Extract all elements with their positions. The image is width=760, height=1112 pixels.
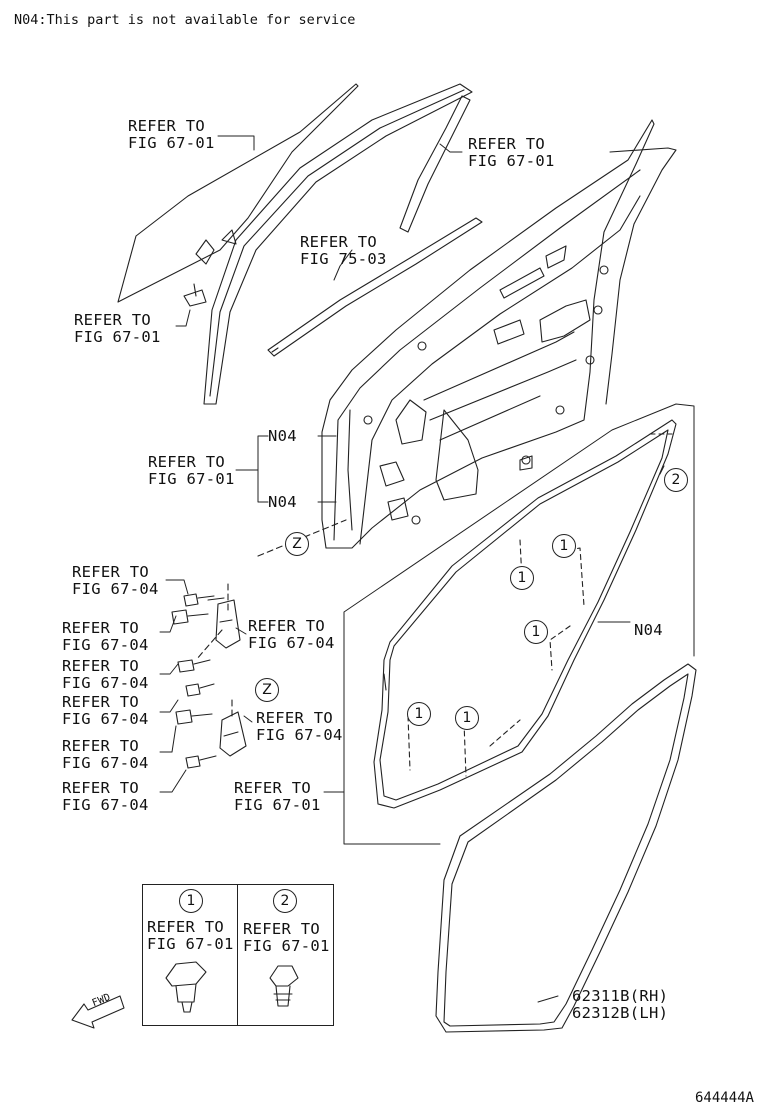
legend-callout-1: 1 bbox=[179, 889, 203, 913]
callout-1-d: 1 bbox=[407, 702, 431, 726]
legend-divider bbox=[237, 885, 238, 1025]
fwd-arrow-icon bbox=[71, 995, 125, 1029]
clip-locations bbox=[407, 433, 673, 777]
label-hinge-bolt-6: REFER TO FIG 67-04 bbox=[62, 779, 149, 814]
door-glass bbox=[117, 83, 359, 307]
label-glass: REFER TO FIG 67-01 bbox=[128, 117, 215, 152]
lower-hinge bbox=[219, 711, 247, 757]
label-part-numbers: 62311B(RH) 62312B(LH) bbox=[572, 987, 669, 1022]
bolts bbox=[171, 593, 217, 769]
legend-label-2: REFER TO FIG 67-01 bbox=[243, 920, 330, 955]
leader-lines bbox=[159, 135, 665, 1003]
label-door-panel: REFER TO FIG 67-01 bbox=[148, 453, 235, 488]
label-glass-run: REFER TO FIG 67-01 bbox=[468, 135, 555, 170]
figure-id: 644444A bbox=[694, 1090, 754, 1106]
clip-type-2-drawing bbox=[269, 965, 299, 1007]
glass-run-channel bbox=[203, 83, 473, 405]
label-hinge-bolt-2: REFER TO FIG 67-04 bbox=[62, 619, 149, 654]
legend-label-1: REFER TO FIG 67-01 bbox=[147, 918, 234, 953]
hinge-alignment-lines bbox=[195, 519, 347, 721]
label-glass-bolt: REFER TO FIG 67-01 bbox=[74, 311, 161, 346]
group-boundary bbox=[343, 403, 695, 845]
label-n04-upper: N04 bbox=[268, 427, 297, 445]
callout-2-weatherstrip: 2 bbox=[664, 468, 688, 492]
label-hinge-bolt-1: REFER TO FIG 67-04 bbox=[72, 563, 159, 598]
callout-z-upper: Z bbox=[285, 532, 309, 556]
label-inner-weatherstrip: REFER TO FIG 67-01 bbox=[234, 779, 321, 814]
door-weatherstrip bbox=[435, 663, 697, 1033]
upper-hinge bbox=[207, 597, 241, 649]
belt-moulding bbox=[267, 217, 483, 357]
label-belt-moulding: REFER TO FIG 75-03 bbox=[300, 233, 387, 268]
callout-1-a: 1 bbox=[552, 534, 576, 558]
callout-1-e: 1 bbox=[455, 706, 479, 730]
callout-1-b: 1 bbox=[510, 566, 534, 590]
legend-callout-2: 2 bbox=[273, 889, 297, 913]
label-hinge-bolt-3: REFER TO FIG 67-04 bbox=[62, 657, 149, 692]
service-note: N04:This part is not available for servi… bbox=[14, 12, 356, 28]
label-n04-lower: N04 bbox=[268, 493, 297, 511]
clip-legend: 1 2 REFER TO FIG 67-01 REFER TO FIG 67-0… bbox=[142, 884, 334, 1026]
label-lower-hinge: REFER TO FIG 67-04 bbox=[256, 709, 343, 744]
label-hinge-bolt-5: REFER TO FIG 67-04 bbox=[62, 737, 149, 772]
inner-weatherstrip bbox=[373, 419, 677, 809]
callout-z-lower: Z bbox=[255, 678, 279, 702]
callout-1-c: 1 bbox=[524, 620, 548, 644]
clip-type-1-drawing bbox=[165, 961, 207, 1013]
door-panel bbox=[321, 119, 677, 549]
label-upper-hinge: REFER TO FIG 67-04 bbox=[248, 617, 335, 652]
label-n04-weatherstrip: N04 bbox=[634, 621, 663, 639]
label-hinge-bolt-4: REFER TO FIG 67-04 bbox=[62, 693, 149, 728]
